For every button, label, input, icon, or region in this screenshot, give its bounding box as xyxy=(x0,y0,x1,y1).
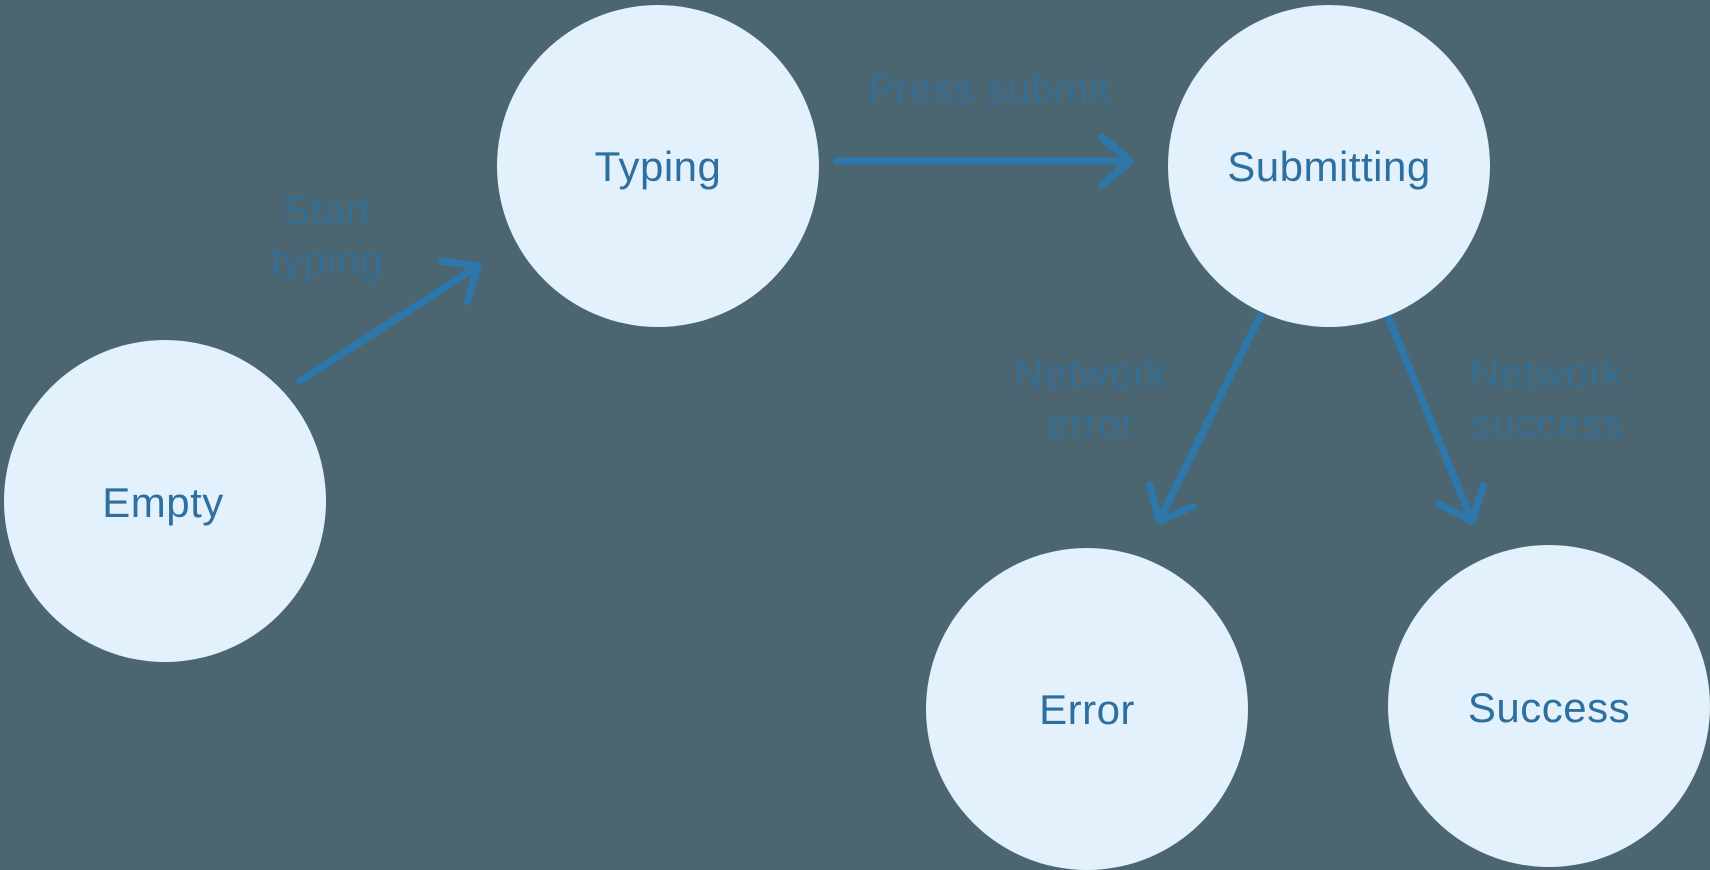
edge-line-network-error xyxy=(1146,312,1264,525)
state-circle-success xyxy=(1388,545,1710,867)
state-label-submitting: Submitting xyxy=(1227,143,1430,190)
edge-submitting-to-success: Network success xyxy=(1384,312,1624,525)
edge-line-start-typing xyxy=(296,257,482,385)
edge-label-network-error-line2: error xyxy=(1046,400,1135,446)
state-circle-typing xyxy=(497,5,819,327)
state-label-error: Error xyxy=(1039,686,1135,733)
edge-label-press-submit: Press submit xyxy=(868,66,1111,112)
edge-submitting-to-error: Network error xyxy=(1014,312,1264,525)
state-label-success: Success xyxy=(1468,684,1630,731)
edge-line-network-success xyxy=(1384,312,1488,525)
edge-label-network-error-line1: Network xyxy=(1014,350,1168,396)
edge-label-start-typing-line1: Start xyxy=(282,187,371,233)
edge-label-network-success-line2: success xyxy=(1471,400,1623,446)
state-node-typing: Typing xyxy=(497,5,819,327)
edge-empty-to-typing: Start typing xyxy=(271,187,482,385)
edge-label-network-success-line1: Network xyxy=(1470,350,1624,396)
state-node-empty: Empty xyxy=(4,340,326,662)
state-circle-empty xyxy=(4,340,326,662)
state-circle-error xyxy=(926,548,1248,870)
state-circle-submitting xyxy=(1168,5,1490,327)
state-label-typing: Typing xyxy=(595,143,722,190)
edge-typing-to-submitting: Press submit xyxy=(833,66,1134,189)
state-node-submitting: Submitting xyxy=(1168,5,1490,327)
state-label-empty: Empty xyxy=(102,479,224,526)
state-node-error: Error xyxy=(926,548,1248,870)
state-node-success: Success xyxy=(1388,545,1710,867)
edge-label-start-typing-line2: typing xyxy=(271,237,383,283)
